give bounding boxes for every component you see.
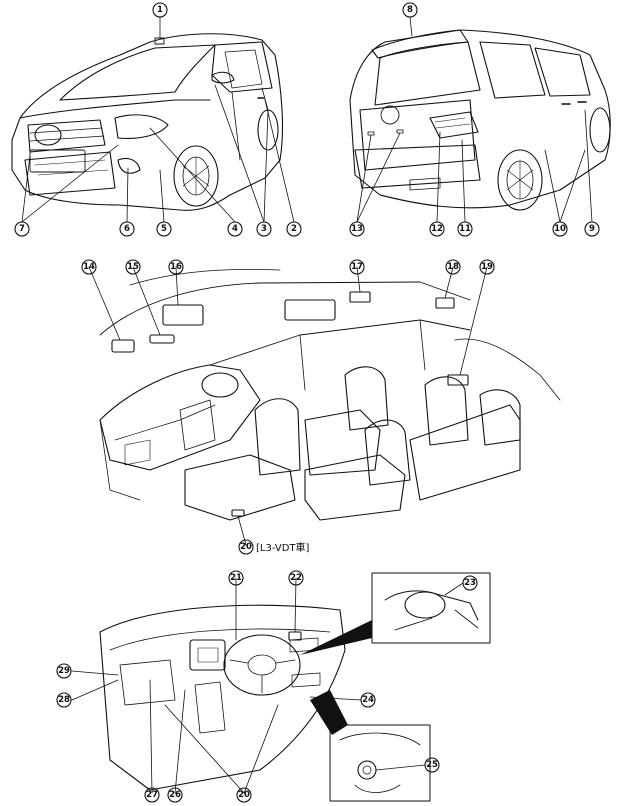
callout-19-label: 19	[481, 262, 493, 272]
callout-20-dash: 20	[236, 787, 252, 803]
callout-22: 22	[288, 570, 304, 586]
callout-7: 7	[14, 221, 30, 237]
callout-28-label: 28	[58, 695, 70, 705]
callout-9-label: 9	[589, 224, 595, 234]
callout-6: 6	[119, 221, 135, 237]
callout-10: 10	[552, 221, 568, 237]
callout-18: 18	[445, 259, 461, 275]
callout-20-label: 20	[240, 542, 252, 552]
callout-22-label: 22	[290, 573, 302, 583]
callout-14: 14	[81, 259, 97, 275]
callout-13-label: 13	[351, 224, 363, 234]
leader-lines	[21, 16, 593, 794]
callout-1: 1	[152, 2, 168, 18]
callout-23: 23	[462, 575, 478, 591]
callout-2-label: 2	[291, 224, 297, 234]
callout-24-label: 24	[362, 695, 374, 705]
callout-21-label: 21	[230, 573, 242, 583]
callout-15-label: 15	[127, 262, 139, 272]
callout-28: 28	[56, 692, 72, 708]
callout-17: 17	[349, 259, 365, 275]
callout-25-label: 25	[426, 760, 438, 770]
callout-12: 12	[429, 221, 445, 237]
callout-11-label: 11	[459, 224, 471, 234]
callout-27: 27	[144, 787, 160, 803]
callout-1-label: 1	[157, 5, 163, 15]
callout-10-label: 10	[554, 224, 566, 234]
callout-8-label: 8	[407, 5, 413, 15]
callout-5-label: 5	[161, 224, 167, 234]
callout-4-label: 4	[232, 224, 238, 234]
callout-29: 29	[56, 663, 72, 679]
callout-11: 11	[457, 221, 473, 237]
callout-17-label: 17	[351, 262, 363, 272]
cabin-interior-view	[99, 268, 561, 521]
callout-4: 4	[227, 221, 243, 237]
callout-3: 3	[256, 221, 272, 237]
callout-7-label: 7	[19, 224, 25, 234]
callout-20-interior: 20	[238, 539, 254, 555]
callout-24: 24	[360, 692, 376, 708]
callout-15: 15	[125, 259, 141, 275]
l3-vdt-note: [L3-VDT車]	[256, 541, 310, 554]
combination-switch-inset	[371, 572, 491, 644]
callout-19: 19	[479, 259, 495, 275]
callout-13: 13	[349, 221, 365, 237]
car-rear-view	[349, 29, 611, 211]
callout-2: 2	[286, 221, 302, 237]
callout-26: 26	[167, 787, 183, 803]
callout-12-label: 12	[431, 224, 443, 234]
car-front-view	[11, 33, 284, 211]
dashboard-view	[99, 604, 372, 791]
callout-14-label: 14	[83, 262, 95, 272]
callout-25: 25	[424, 757, 440, 773]
callout-21: 21	[228, 570, 244, 586]
callout-20b-label: 20	[238, 790, 250, 800]
callout-29-label: 29	[58, 666, 70, 676]
callout-3-label: 3	[261, 224, 267, 234]
callout-6-label: 6	[124, 224, 130, 234]
callout-16: 16	[168, 259, 184, 275]
callout-5: 5	[156, 221, 172, 237]
callout-8: 8	[402, 2, 418, 18]
ignition-inset	[329, 724, 431, 802]
callout-27-label: 27	[146, 790, 158, 800]
callout-18-label: 18	[447, 262, 459, 272]
callout-23-label: 23	[464, 578, 476, 588]
callout-9: 9	[584, 221, 600, 237]
callout-26-label: 26	[169, 790, 181, 800]
callout-16-label: 16	[170, 262, 182, 272]
